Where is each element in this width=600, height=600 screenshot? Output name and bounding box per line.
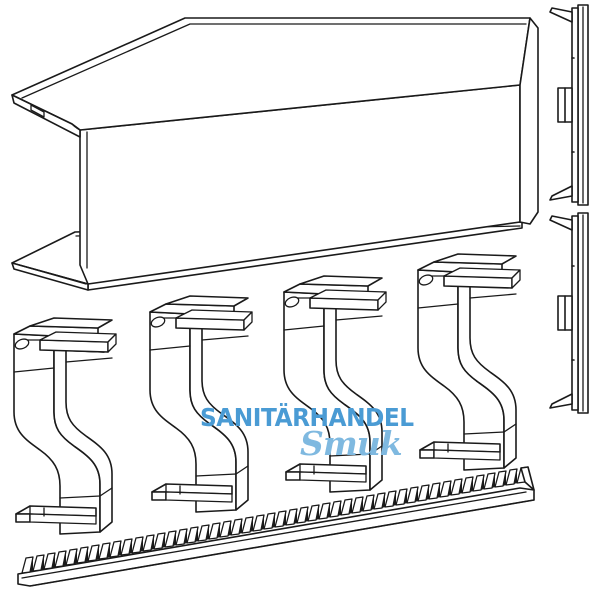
end-bracket-upper xyxy=(549,4,589,206)
cover-right-end xyxy=(519,17,539,225)
cover-profile xyxy=(11,17,539,291)
comb-strip xyxy=(17,466,535,587)
mounting-clip-1 xyxy=(13,317,117,535)
mounting-clip-4 xyxy=(417,253,521,471)
mounting-clip-3 xyxy=(283,275,387,493)
cover-front-lip xyxy=(11,94,81,138)
end-bracket-group xyxy=(549,4,589,414)
mounting-clip-2 xyxy=(149,295,253,513)
comb-teeth xyxy=(21,466,529,574)
end-bracket-lower xyxy=(549,212,589,414)
